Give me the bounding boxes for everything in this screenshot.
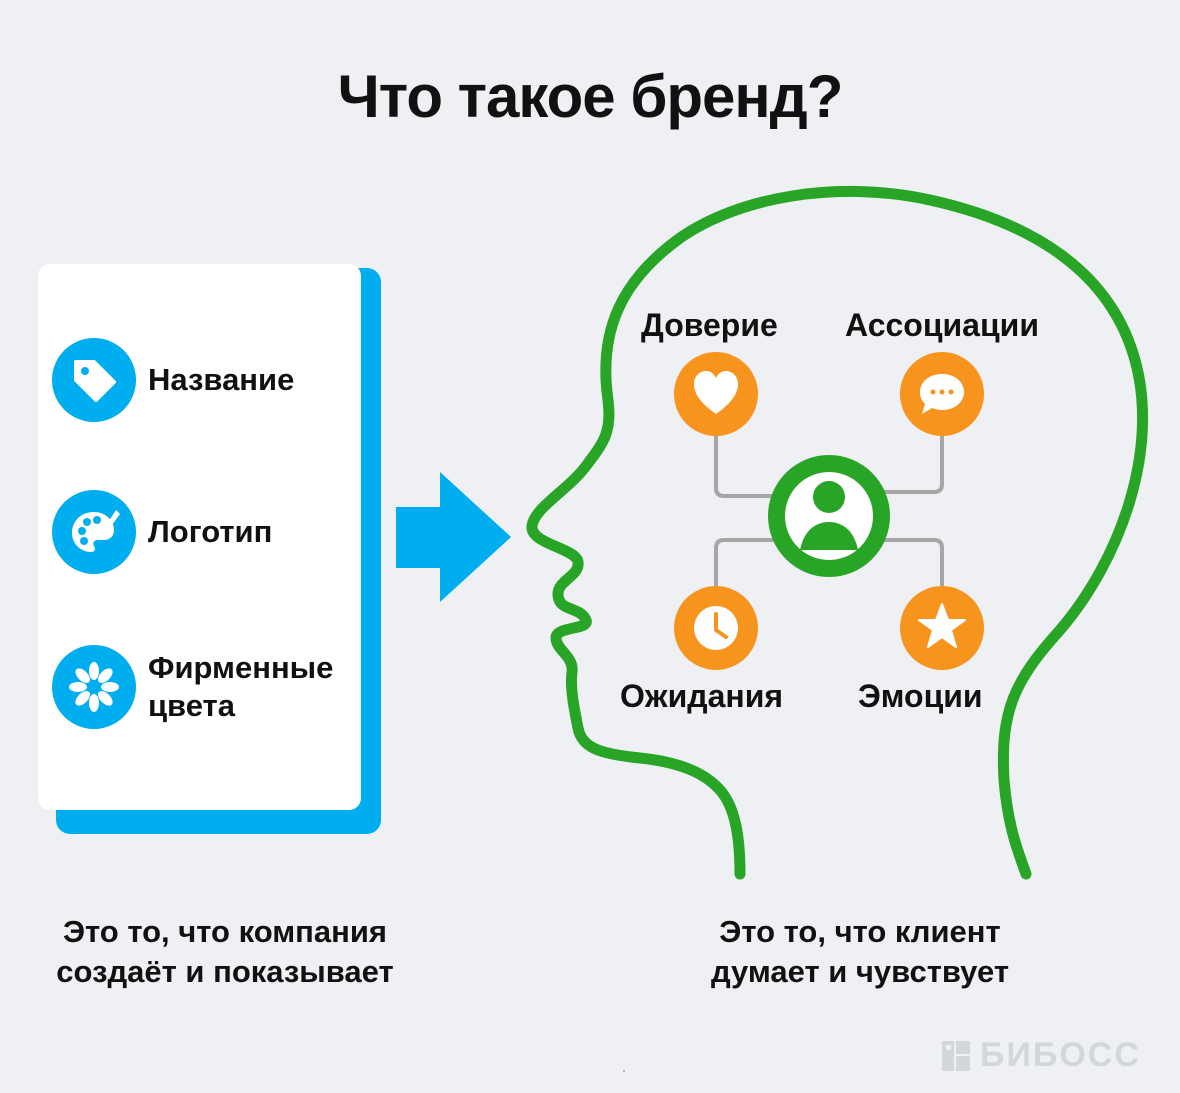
brand-logo-icon [942,1040,970,1071]
star-icon [900,586,984,670]
caption-client: Это то, что клиент думает и чувствует [710,914,1010,989]
watermark-text: БИБОСС [980,1036,1141,1074]
mind-label-associations: Ассоциации [845,307,1039,343]
feature-item-colors: Фирменные цвета [52,645,358,729]
mind-label-emotions: Эмоции [858,678,983,714]
person-icon [768,455,890,577]
watermark: БИБОСС [942,1036,1141,1075]
feature-label: Логотип [148,514,273,549]
head-outline [526,185,1149,880]
feature-item-logo: Логотип [52,490,358,574]
feature-label: Фирменные цвета [148,650,334,723]
heart-icon [674,352,758,436]
clock-icon [674,586,758,670]
caption-company: Это то, что компания создаёт и показывае… [56,914,394,989]
mind-label-trust: Доверие [641,307,778,343]
flower-icon [52,645,136,729]
arrow-right-icon [396,472,511,602]
feature-item-name: Название [52,338,358,422]
feature-label: Название [148,362,295,397]
page-title: Что такое бренд? [337,63,844,130]
tag-icon [52,338,136,422]
chat-bubble-icon [900,352,984,436]
mind-connectors [714,432,944,600]
mind-label-expectations: Ожидания [620,678,784,714]
palette-icon [52,490,136,574]
